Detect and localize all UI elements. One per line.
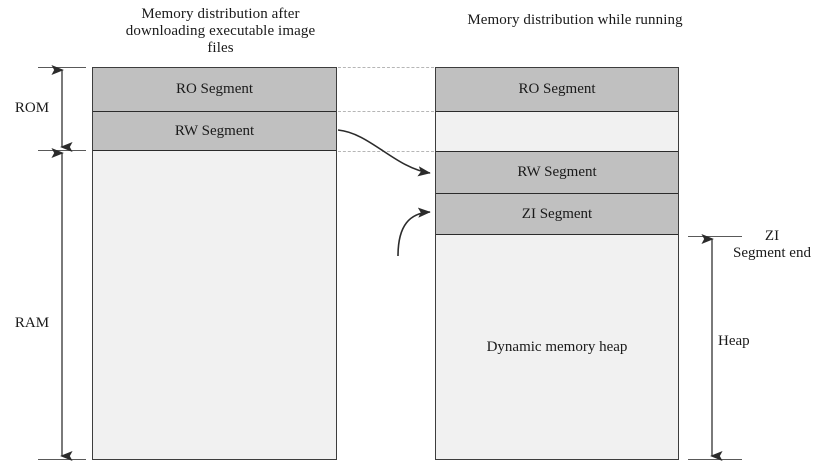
heap-end-tick xyxy=(688,459,742,460)
axis-tick-top xyxy=(38,67,86,68)
left-segment-ro: RO Segment xyxy=(93,68,336,112)
right-segment-heap: Dynamic memory heap xyxy=(436,235,678,459)
zi-creation-arrow xyxy=(397,207,431,257)
right-segment-ro: RO Segment xyxy=(436,68,678,112)
axis-tick-middle xyxy=(38,150,86,151)
right-panel-title: Memory distribution while running xyxy=(467,12,683,28)
left-segment-rw: RW Segment xyxy=(93,112,336,151)
zi-segment-end-label: ZI Segment end xyxy=(718,228,826,262)
left-panel-title: Memory distribution after downloading ex… xyxy=(125,6,316,56)
right-segment-zi: ZI Segment xyxy=(436,194,678,235)
guide-line-bottom xyxy=(338,151,434,152)
left-segment-free xyxy=(93,151,336,459)
axis-tick-bottom xyxy=(38,459,86,460)
right-segment-rw: RW Segment xyxy=(436,152,678,194)
right-memory-column: RO Segment RW Segment ZI Segment Dynamic… xyxy=(435,67,679,460)
zi-segment-end-line2: Segment end xyxy=(733,245,811,261)
guide-line-top xyxy=(338,67,434,68)
right-segment-gap xyxy=(436,112,678,152)
left-memory-column: RO Segment RW Segment xyxy=(92,67,337,460)
heap-axis-label: Heap xyxy=(718,333,750,349)
rom-axis-label: ROM xyxy=(14,100,50,116)
zi-segment-end-line1: ZI xyxy=(764,228,780,244)
guide-line-middle xyxy=(338,111,434,112)
ram-axis-label: RAM xyxy=(14,315,50,331)
